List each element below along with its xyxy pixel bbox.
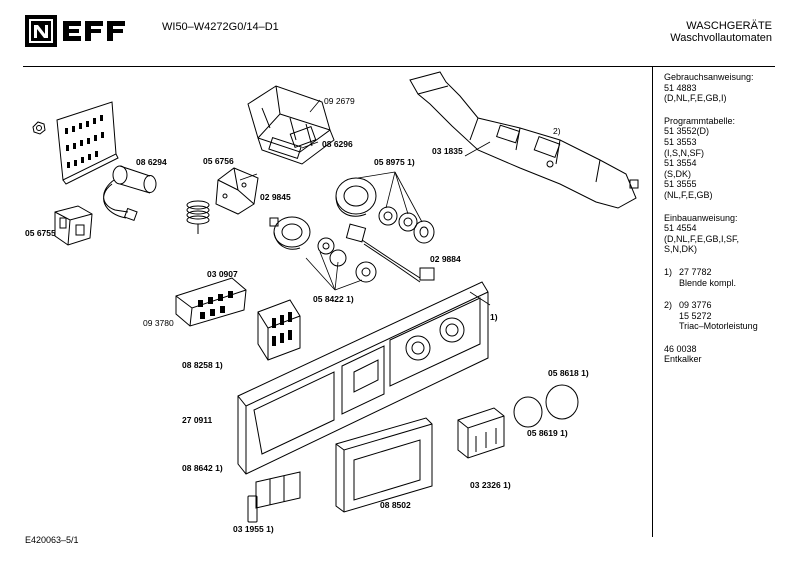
sidebar-divider (652, 67, 653, 537)
sidebar-line: 09 3776 (679, 300, 712, 311)
part-label-092679: 09 2679 (324, 96, 355, 106)
ring-part (378, 206, 435, 244)
sidebar-line: (D,NL,F,E,GB,I,SF, (664, 233, 740, 244)
footnote-number: 1) (664, 266, 673, 277)
part-label-030907: 03 0907 (207, 269, 238, 279)
sidebar-line: Entkalker (664, 354, 702, 365)
bracket-plate-part (56, 101, 119, 185)
knob-cap-part (335, 177, 377, 217)
part-label-058619: 05 8619 1) (527, 428, 568, 438)
filter-part (54, 205, 93, 246)
sidebar-line: 15 5272 (679, 310, 712, 321)
wire (363, 243, 421, 283)
sidebar-line: Gebrauchsanweisung: (664, 72, 754, 82)
relay-part (215, 167, 259, 215)
subcategory-title: Waschvollautomaten (670, 32, 772, 44)
sidebar-line: 51 4883 (664, 82, 697, 93)
connector-part (419, 267, 435, 281)
descaler-block: 46 0038 Entkalker (664, 344, 789, 365)
leader-lines (239, 99, 491, 306)
sidebar-line: Blende kompl. (679, 277, 737, 288)
part-label-058422: 05 8422 1) (313, 294, 354, 304)
part-label-029845: 02 9845 (260, 192, 291, 202)
support-rail-part (409, 71, 639, 209)
part-label-088502: 08 8502 (380, 500, 411, 510)
category-title: WASCHGERÄTE (686, 20, 772, 32)
sidebar-line: 51 3554 (664, 158, 697, 169)
part-label-058975: 05 8975 1) (374, 157, 415, 167)
connector-block-part (457, 407, 505, 459)
header-divider (23, 66, 775, 67)
sidebar-line: Triac–Motorleistung (679, 321, 758, 332)
document-model-code: WI50–W4272G0/14–D1 (162, 21, 279, 33)
small-knob-part (317, 223, 377, 283)
installation-block: Einbauanweisung: 51 4554 (D,NL,F,E,GB,I,… (664, 213, 789, 255)
sidebar-line: S,N,DK) (664, 244, 698, 255)
part-label-088258: 08 8258 1) (182, 360, 223, 370)
spring-part (186, 200, 210, 234)
sidebar-line: 51 4554 (664, 223, 697, 234)
sidebar-line: 27 7782 (679, 266, 712, 277)
sidebar-line: Programmtabelle: (664, 115, 736, 126)
rocker-switch-part (257, 299, 301, 361)
wire (361, 239, 421, 279)
part-label-088642: 08 8642 1) (182, 463, 223, 473)
part-label-029884: 02 9884 (430, 254, 461, 264)
sidebar-line: Einbauanweisung: (664, 212, 738, 223)
sidebar-line: (D,NL,F,E,GB,I) (664, 93, 727, 104)
part-label-058618: 05 8618 1) (548, 368, 589, 378)
footnote-2: 2) 09 3776 15 5272 Triac–Motorleistung (664, 300, 789, 332)
display-window-part (255, 471, 301, 509)
part-label-086296: 08 6296 (322, 139, 353, 149)
part-label-056755: 05 6755 (25, 228, 56, 238)
sidebar-line: 51 3553 (664, 136, 697, 147)
program-table-block: Programmtabelle: 51 3552(D) 51 3553 (I,S… (664, 116, 789, 201)
user-manual-block: Gebrauchsanweisung: 51 4883 (D,NL,F,E,GB… (664, 72, 789, 104)
sidebar-line: 46 0038 (664, 343, 697, 354)
knob-part (269, 216, 311, 250)
control-module-part (247, 85, 335, 165)
switch-block-part (175, 277, 247, 327)
part-label-031835: 03 1835 (432, 146, 463, 156)
indicator-lamp-part (247, 495, 258, 523)
button-cap-part (513, 384, 579, 428)
sidebar-line: (NL,F,E,GB) (664, 189, 713, 200)
footnote-ref-panel: 1) (490, 312, 498, 322)
footnote-1: 1) 27 7782 Blende kompl. (664, 267, 789, 288)
control-panel-part (237, 281, 489, 475)
document-code: E420063–5/1 (25, 535, 79, 545)
part-label-093780: 09 3780 (143, 318, 174, 328)
info-sidebar: Gebrauchsanweisung: 51 4883 (D,NL,F,E,GB… (664, 72, 789, 377)
part-label-086294: 08 6294 (136, 157, 167, 167)
footnote-ref-2: 2) (553, 126, 561, 136)
part-label-032326: 03 2326 1) (470, 480, 511, 490)
part-label-270911: 27 0911 (182, 415, 213, 425)
neff-logo-icon (25, 15, 125, 47)
footnote-number: 2) (664, 300, 673, 311)
capacitor-part (103, 165, 157, 222)
drawer-front-part (335, 417, 433, 513)
nut-part (32, 121, 46, 135)
part-label-031955: 03 1955 1) (233, 524, 274, 534)
sidebar-line: (S,DK) (664, 168, 691, 179)
part-label-056756: 05 6756 (203, 156, 234, 166)
sidebar-line: 51 3555 (664, 179, 697, 190)
sidebar-line: 51 3552(D) (664, 126, 710, 137)
sidebar-line: (I,S,N,SF) (664, 147, 704, 158)
